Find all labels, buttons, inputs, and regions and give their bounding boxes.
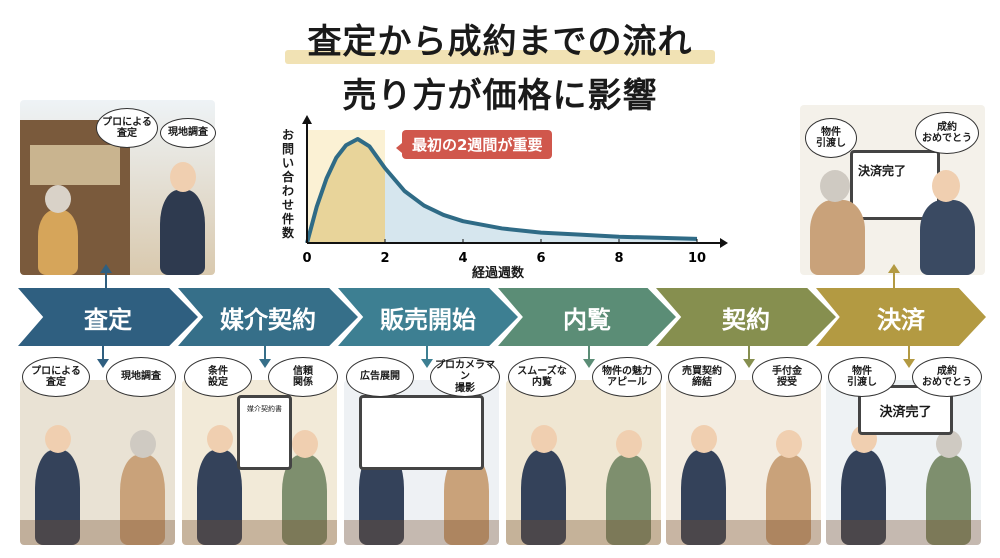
speech-bubble: プロによる 査定 [96,108,158,148]
step-label: 媒介契約 [220,305,316,334]
x-tick-label: 8 [614,251,623,266]
settlement-complete-text: 決済完了 [879,404,932,420]
speech-bubble: 信頼 関係 [268,357,338,397]
listing-website [359,395,484,470]
speech-bubble: プロによる 査定 [22,357,90,397]
x-tick-label: 6 [536,251,545,266]
arrow-down-icon [583,346,595,368]
speech-bubble: 物件 引渡し [805,118,857,158]
speech-bubble: 物件の魅力 アピール [592,357,662,397]
x-tick-label: 2 [380,251,389,266]
step-label: 契約 [722,305,770,334]
arrow-down-icon [97,346,109,368]
step-label: 販売開始 [380,305,476,334]
inquiries-curve [305,137,698,244]
step-4: 内覧 [498,288,676,346]
chart-annotation: 最初の2週間が重要 [402,130,553,159]
step-illustration [20,380,175,545]
x-tick-label: 0 [302,251,311,266]
tail-area [307,139,697,243]
speech-bubble: 成約 おめでとう [912,357,982,397]
x-axis-label: 経過週数 [472,266,525,281]
step-1: 査定 [18,288,198,346]
speech-bubble: スムーズな 内覧 [508,357,576,397]
y-axis-label: お問い合わせ件数 [282,128,295,240]
speech-bubble: 物件 引渡し [828,357,896,397]
step-6: 決済 [816,288,986,346]
page-subtitle: 売り方が価格に影響 [342,76,658,116]
arrow-down-icon [903,346,915,368]
speech-bubble: 広告展開 [346,357,414,397]
step-label: 内覧 [563,305,611,334]
top-left-illustration [20,100,215,275]
early-weeks-area [307,139,385,243]
speech-bubble: 現地調査 [160,118,216,148]
speech-bubble: 売買契約 締結 [668,357,736,397]
contract-document: 媒介契約書 [237,395,292,470]
settlement-complete-text: 決済完了 [858,164,907,178]
annotation-pointer [396,143,402,153]
step-label: 決済 [877,305,925,334]
step-5: 契約 [656,288,836,346]
speech-bubble: 条件 設定 [184,357,252,397]
step-illustration [666,380,821,545]
inquiries-chart: 0 2 4 6 8 10 [302,115,728,266]
arrow-up-icon [888,264,900,288]
x-tick-label: 10 [688,251,706,266]
speech-bubble: 手付金 授受 [752,357,822,397]
x-tick-label: 4 [458,251,467,266]
step-3: 販売開始 [338,288,518,346]
step-illustration [506,380,661,545]
document-title: 媒介契約書 [247,405,282,413]
step-label: 査定 [84,305,132,334]
speech-bubble: プロカメラマン 撮影 [430,357,500,397]
arrow-down-icon [743,346,755,368]
arrow-down-icon [259,346,271,368]
title-highlight [285,50,715,64]
page-title: 査定から成約までの流れ [307,22,693,62]
step-2: 媒介契約 [178,288,358,346]
speech-bubble: 現地調査 [106,357,176,397]
y-axis-arrow [302,115,312,124]
arrow-down-icon [421,346,433,368]
arrow-up-icon [100,264,112,288]
speech-bubble: 成約 おめでとう [915,112,979,154]
x-axis-arrow [720,238,728,248]
